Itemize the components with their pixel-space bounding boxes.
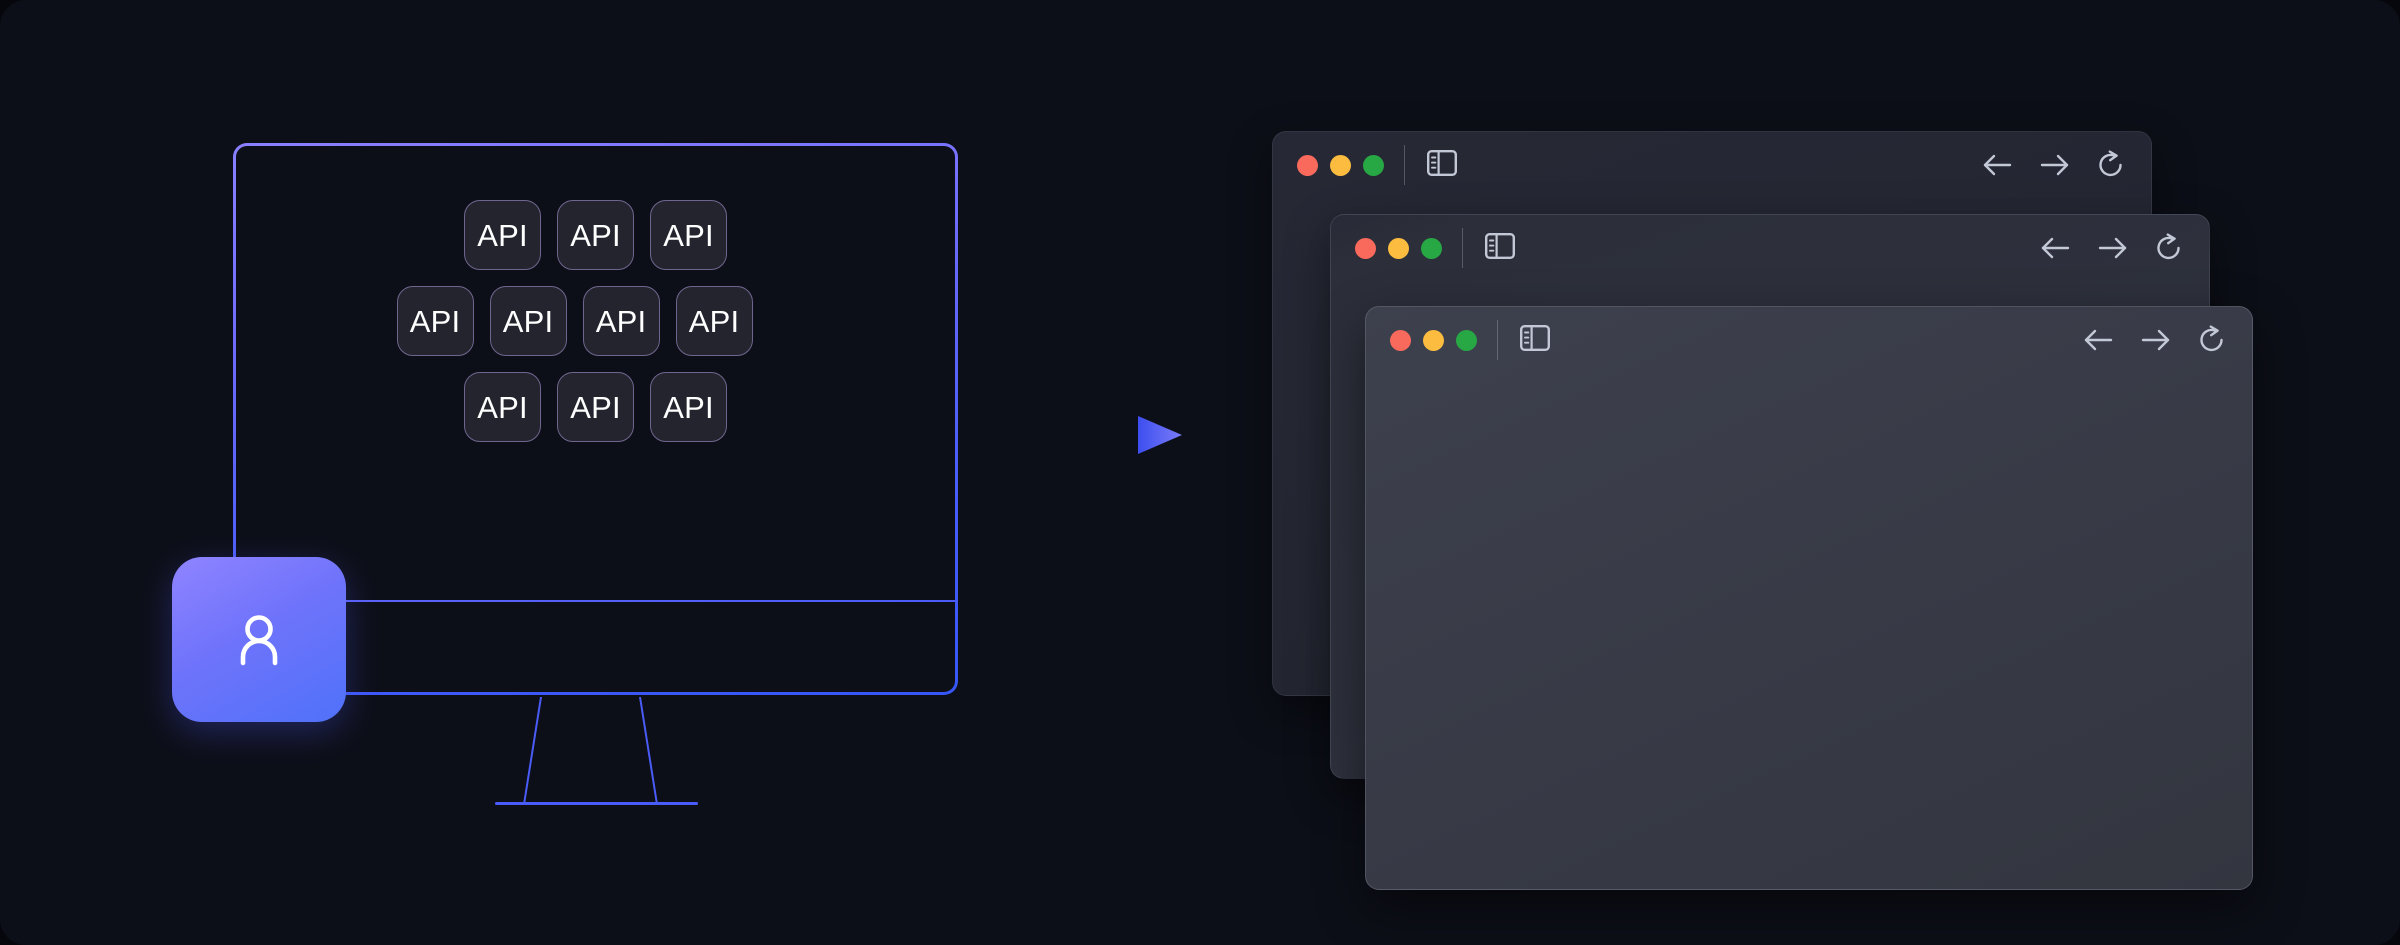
reload-icon[interactable] <box>2198 325 2226 355</box>
close-button[interactable] <box>1297 154 1318 176</box>
browser-window-front[interactable] <box>1365 306 2253 890</box>
api-chip[interactable]: API <box>675 286 753 356</box>
close-button[interactable] <box>1390 329 1411 351</box>
user-icon <box>231 610 287 670</box>
api-chip-row: API API API API <box>396 286 753 356</box>
forward-arrow-icon[interactable] <box>2140 327 2172 353</box>
api-chip[interactable]: API <box>396 286 474 356</box>
monitor-stand-leg-right <box>639 697 658 804</box>
traffic-lights <box>1355 237 1442 259</box>
api-chip[interactable]: API <box>464 200 541 270</box>
traffic-lights <box>1297 154 1384 176</box>
api-chip[interactable]: API <box>464 372 541 442</box>
api-chip[interactable]: API <box>557 372 634 442</box>
sidebar-toggle-icon[interactable] <box>1485 232 1516 264</box>
reload-icon[interactable] <box>2097 150 2125 180</box>
toolbar-divider <box>1404 145 1405 185</box>
maximize-button[interactable] <box>1421 237 1442 259</box>
monitor-bezel-divider <box>235 600 957 602</box>
navigation-icons <box>2039 233 2183 263</box>
minimize-button[interactable] <box>1423 329 1444 351</box>
maximize-button[interactable] <box>1456 329 1477 351</box>
back-arrow-icon[interactable] <box>2082 327 2114 353</box>
browser-titlebar <box>1331 215 2209 281</box>
minimize-button[interactable] <box>1330 154 1351 176</box>
api-chip-grid: API API API API API API API API API API <box>233 200 958 442</box>
toolbar-divider <box>1462 228 1463 268</box>
monitor-stand-base <box>495 802 698 805</box>
toolbar-divider <box>1497 320 1498 360</box>
api-chip-row: API API API <box>464 372 727 442</box>
back-arrow-icon[interactable] <box>1981 152 2013 178</box>
browser-titlebar <box>1273 132 2151 198</box>
back-arrow-icon[interactable] <box>2039 235 2071 261</box>
forward-arrow-icon[interactable] <box>2039 152 2071 178</box>
api-chip[interactable]: API <box>650 200 727 270</box>
traffic-lights <box>1390 329 1477 351</box>
minimize-button[interactable] <box>1388 237 1409 259</box>
maximize-button[interactable] <box>1363 154 1384 176</box>
browser-window-stack <box>1240 110 2370 890</box>
monitor-stand-leg-left <box>523 697 542 804</box>
forward-arrow-icon[interactable] <box>2097 235 2129 261</box>
api-chip[interactable]: API <box>582 286 660 356</box>
api-chip[interactable]: API <box>650 372 727 442</box>
navigation-icons <box>2082 325 2226 355</box>
api-chip[interactable]: API <box>489 286 567 356</box>
user-badge[interactable] <box>172 557 346 722</box>
monitor-illustration: API API API API API API API API API API <box>0 0 1060 945</box>
close-button[interactable] <box>1355 237 1376 259</box>
reload-icon[interactable] <box>2155 233 2183 263</box>
navigation-icons <box>1981 150 2125 180</box>
api-chip-row: API API API <box>464 200 727 270</box>
api-chip[interactable]: API <box>557 200 634 270</box>
sidebar-toggle-icon[interactable] <box>1520 324 1551 356</box>
browser-titlebar <box>1366 307 2252 373</box>
sidebar-toggle-icon[interactable] <box>1427 149 1458 181</box>
dashed-flow-arrow <box>1010 410 1200 460</box>
